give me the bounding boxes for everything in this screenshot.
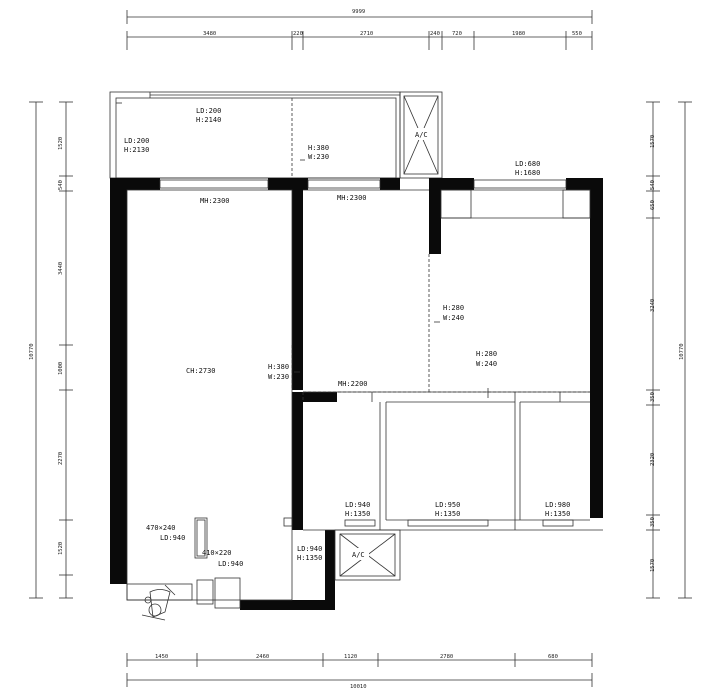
top-overall-dim: 9999 <box>352 9 365 15</box>
top-seg-3: 2710 <box>360 31 373 37</box>
ld-bath: LD:940 <box>297 545 322 553</box>
left-overall-dim: 10770 <box>29 343 35 360</box>
labels: LD:200 H:2140 LD:200 H:2130 H:380 W:230 … <box>124 107 570 568</box>
right-seg-7: 350 <box>650 517 656 527</box>
mh-left: MH:2300 <box>200 197 230 205</box>
h-left-balcony: H:2130 <box>124 146 149 154</box>
h-small-room: H:1350 <box>345 510 370 518</box>
bottom-seg-4: 2780 <box>440 654 453 660</box>
opening-w-2: W:240 <box>443 314 464 322</box>
bottom-overall-dim: 10010 <box>350 684 367 690</box>
entry-area <box>126 517 241 621</box>
h-right-window: H:1680 <box>515 169 540 177</box>
top-seg-7: 550 <box>572 31 582 37</box>
ld-top-window: LD:200 <box>196 107 221 115</box>
ac-bottom-label: A/C <box>352 551 365 559</box>
top-seg-6: 1980 <box>512 31 525 37</box>
bottom-seg-5: 680 <box>548 654 558 660</box>
ceiling-height: CH:2730 <box>186 367 216 375</box>
ld-right-window: LD:680 <box>515 160 540 168</box>
left-seg-1: 1520 <box>58 137 64 150</box>
left-seg-5: 2270 <box>58 452 64 465</box>
mh-corridor: MH:2200 <box>338 380 368 388</box>
top-dimension-chain: 9999 3480 220 2710 240 720 1980 550 <box>126 9 593 50</box>
right-seg-6: 2320 <box>650 453 656 466</box>
opening-h-2: H:280 <box>443 304 464 312</box>
right-seg-4: 3240 <box>650 299 656 312</box>
right-seg-8: 1570 <box>650 559 656 572</box>
h-room-mid: H:1350 <box>435 510 460 518</box>
top-seg-2: 220 <box>293 31 303 37</box>
shaft-1-ld: LD:940 <box>160 534 185 542</box>
ac-unit-bottom: A/C <box>334 529 401 581</box>
ac-top-label: A/C <box>415 131 428 139</box>
opening-h-3: H:380 <box>268 363 289 371</box>
walls <box>110 178 603 610</box>
shaft-2: 410×220 <box>202 549 232 557</box>
bottom-seg-1: 1450 <box>155 654 168 660</box>
shaft-1: 470×240 <box>146 524 176 532</box>
right-seg-3: 650 <box>650 200 656 210</box>
left-seg-6: 1520 <box>58 542 64 555</box>
top-seg-5: 720 <box>452 31 462 37</box>
right-seg-5: 350 <box>650 392 656 402</box>
opening-h-1: H:380 <box>308 144 329 152</box>
shaft-2-ld: LD:940 <box>218 560 243 568</box>
top-seg-1: 3480 <box>203 31 216 37</box>
right-seg-1: 1570 <box>650 135 656 148</box>
opening-w-3: W:230 <box>268 373 289 381</box>
ld-left-balcony: LD:200 <box>124 137 149 145</box>
right-overall-dim: 10770 <box>679 343 685 360</box>
h-bath: H:1350 <box>297 554 322 562</box>
left-seg-4: 1000 <box>58 362 64 375</box>
left-seg-3: 3440 <box>58 262 64 275</box>
bottom-seg-2: 2460 <box>256 654 269 660</box>
bottom-dimension-chain: 1450 2460 1120 2780 680 10010 <box>126 653 593 690</box>
opening-w-1: W:230 <box>308 153 329 161</box>
ld-room-mid: LD:950 <box>435 501 460 509</box>
h-top-window: H:2140 <box>196 116 221 124</box>
balcony <box>109 91 401 179</box>
opening-h-4: H:280 <box>476 350 497 358</box>
top-seg-4: 240 <box>430 31 440 37</box>
right-dimension-chain: 1570 540 650 3240 350 2320 350 1570 1077… <box>646 101 692 599</box>
left-seg-2: 540 <box>58 180 64 190</box>
ac-unit-top: A/C <box>399 91 443 179</box>
right-seg-2: 540 <box>650 180 656 190</box>
opening-w-4: W:240 <box>476 360 497 368</box>
ld-room-right: LD:980 <box>545 501 570 509</box>
left-dimension-chain: 10770 1520 540 3440 1000 2270 1520 <box>29 101 73 599</box>
mh-mid: MH:2300 <box>337 194 367 202</box>
h-room-right: H:1350 <box>545 510 570 518</box>
bottom-seg-3: 1120 <box>344 654 357 660</box>
ld-small-room: LD:940 <box>345 501 370 509</box>
